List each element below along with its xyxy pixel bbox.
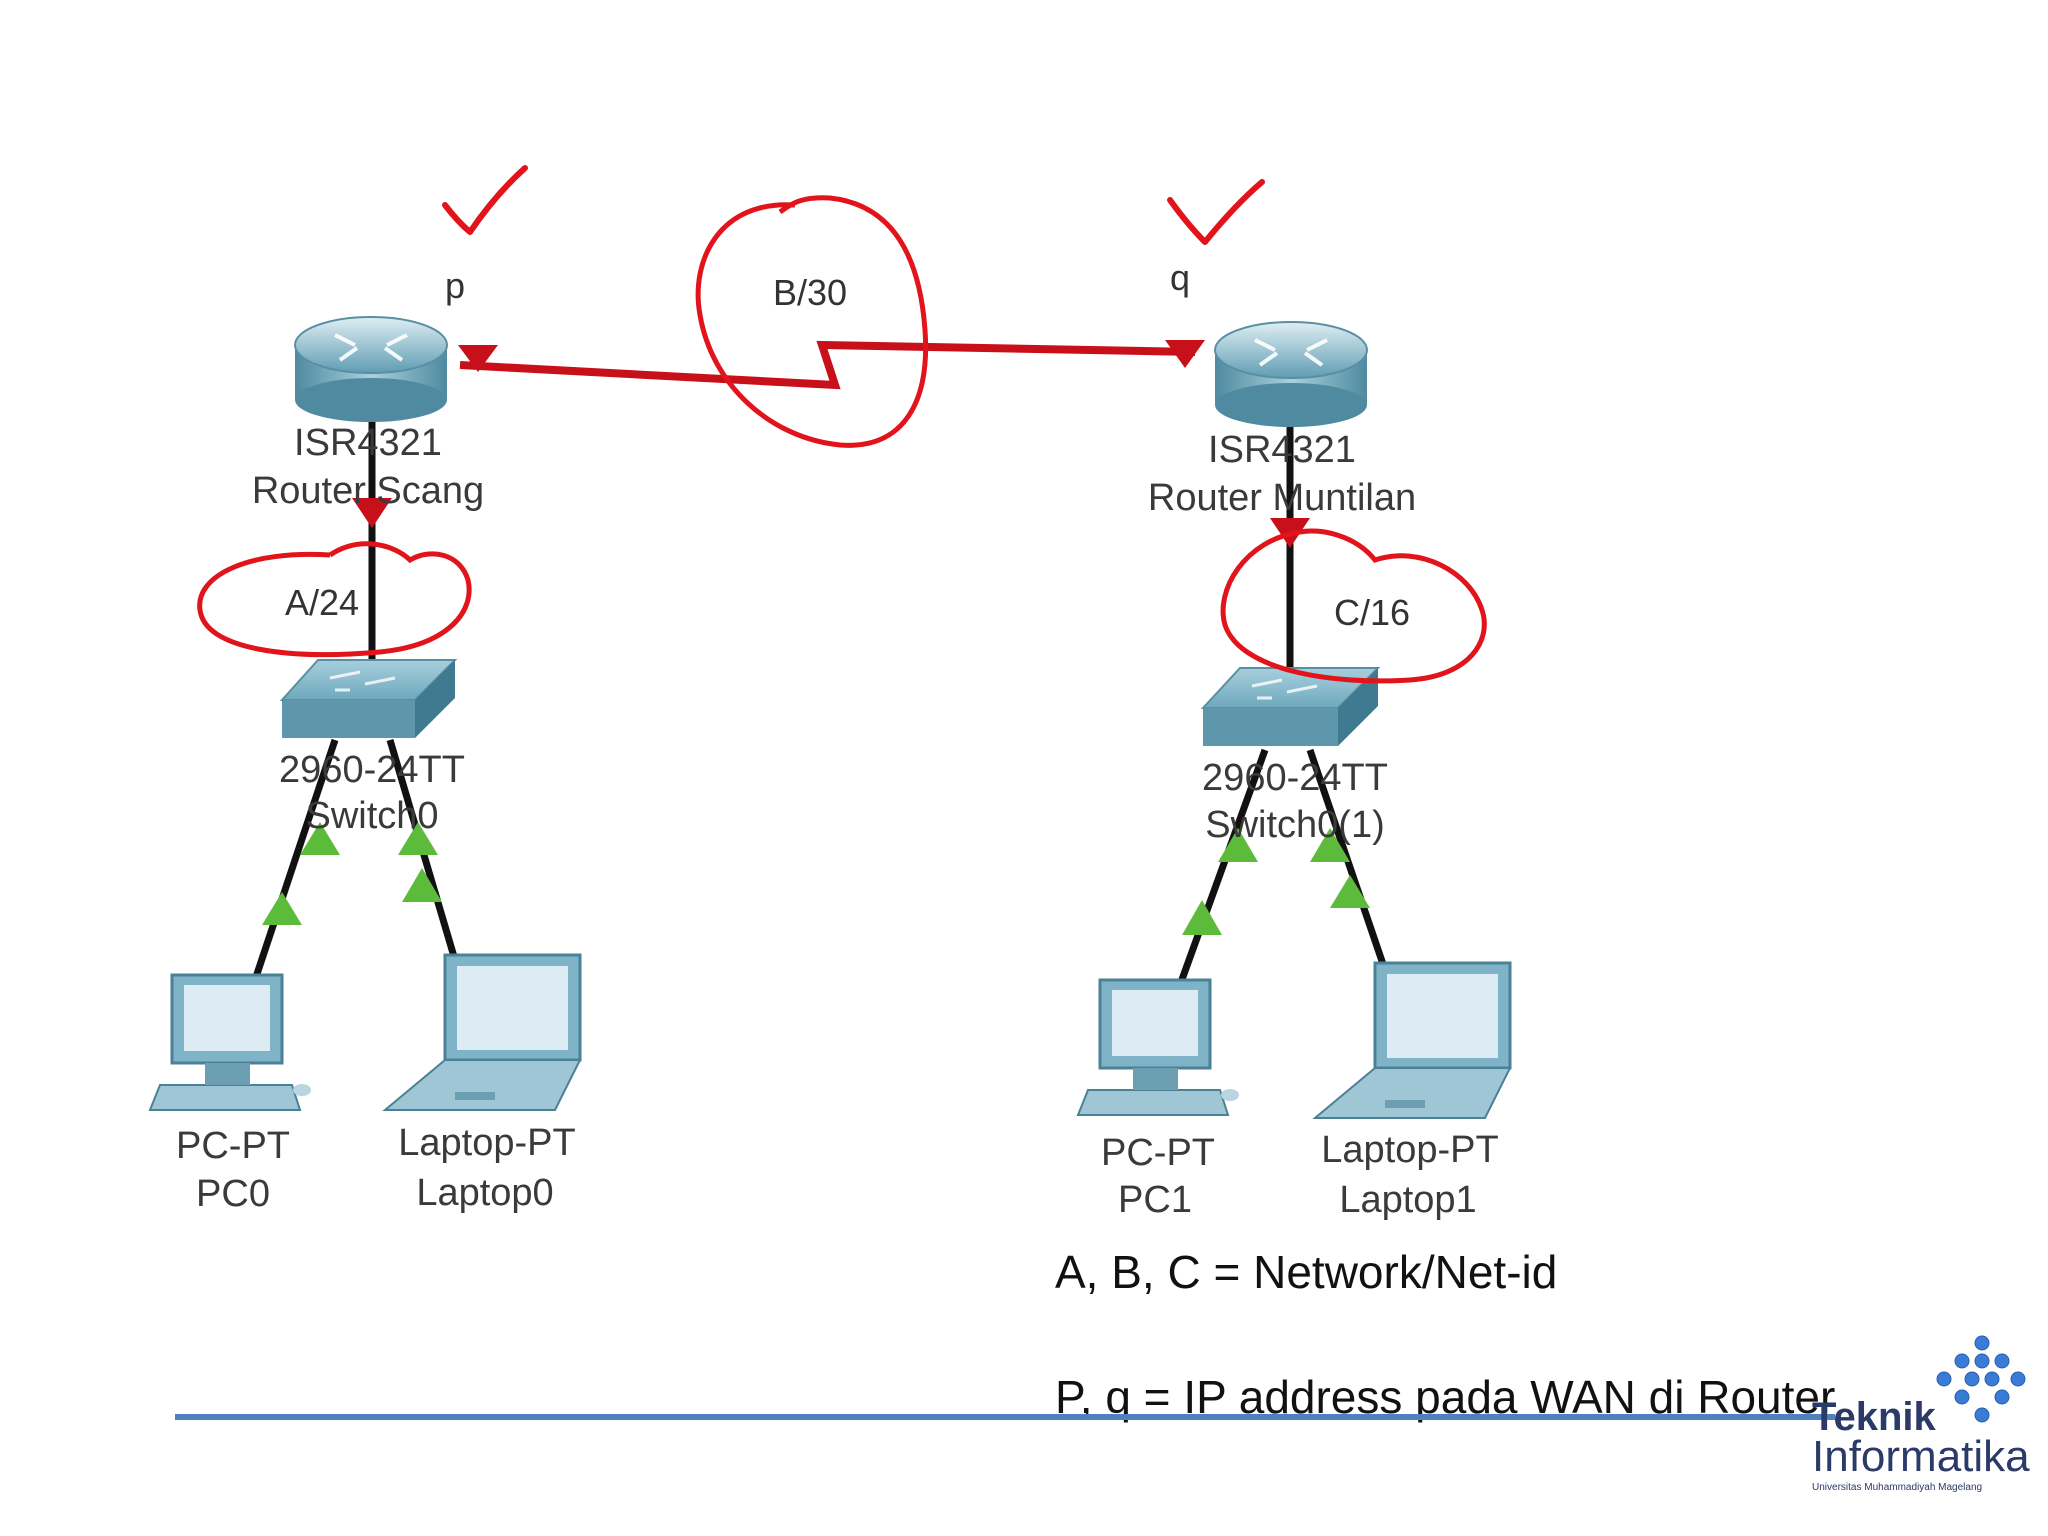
router-left-name: Router Scang xyxy=(252,470,484,512)
laptop-left-model: Laptop-PT xyxy=(398,1122,575,1164)
router-left[interactable]: ISR4321 Router Scang xyxy=(252,316,484,512)
pc-right-name: PC1 xyxy=(1118,1179,1192,1221)
switch-right[interactable]: 2960-24TT Switch0(1) xyxy=(1200,667,1388,846)
laptop-icon xyxy=(1312,961,1512,1119)
label-network-a: A/24 xyxy=(285,582,359,623)
switch-icon xyxy=(279,659,458,738)
label-network-b: B/30 xyxy=(773,272,847,313)
switch-icon xyxy=(1200,667,1381,746)
switch-left-model: 2960-24TT xyxy=(279,749,465,791)
laptop-left[interactable]: Laptop-PT Laptop0 xyxy=(382,953,582,1214)
status-up-pc1-bottom xyxy=(1182,900,1222,935)
switch-right-model: 2960-24TT xyxy=(1202,757,1388,799)
link-status-indicators xyxy=(262,340,1370,935)
router-right[interactable]: ISR4321 Router Muntilan xyxy=(1148,321,1416,519)
status-up-switch-right-laptop1-top xyxy=(1310,828,1350,862)
switch-left[interactable]: 2960-24TT Switch0 xyxy=(279,659,465,837)
label-q: q xyxy=(1170,257,1190,298)
status-up-laptop0-bottom xyxy=(402,868,442,902)
laptop-left-name: Laptop0 xyxy=(416,1172,553,1214)
status-up-pc0-bottom xyxy=(262,892,302,925)
status-up-switch-right-pc1-top xyxy=(1218,828,1258,862)
pc-left-model: PC-PT xyxy=(176,1125,290,1167)
status-down-router-right-wan xyxy=(1165,340,1205,368)
label-p: p xyxy=(445,265,465,306)
status-down-router-left-lan xyxy=(352,498,392,528)
status-up-switch-left-pc0-top xyxy=(300,822,340,855)
status-up-switch-left-laptop0-top xyxy=(398,822,438,855)
teknik-informatika-logo: Teknik Informatika Universitas Muhammadi… xyxy=(1812,1335,2037,1495)
router-right-model: ISR4321 xyxy=(1208,429,1356,471)
switch-left-name: Switch0 xyxy=(305,795,438,837)
router-left-model: ISR4321 xyxy=(294,422,442,464)
circle-network-c xyxy=(1220,528,1487,684)
molecule-dots-icon xyxy=(1936,1335,2026,1423)
pc-icon xyxy=(1076,978,1239,1116)
logo-text-teknik: Teknik xyxy=(1812,1395,1936,1439)
legend-network-definition: A, B, C = Network/Net-id xyxy=(1055,1246,1558,1298)
handwritten-annotations: p q B/30 A/24 C/16 xyxy=(197,165,1487,684)
router-icon xyxy=(1214,321,1368,427)
checkmark-icon xyxy=(1167,179,1265,245)
wan-serial-link xyxy=(459,340,1196,390)
checkmark-icon xyxy=(442,165,528,235)
circle-network-a xyxy=(197,541,472,658)
laptop-right-name: Laptop1 xyxy=(1339,1179,1476,1221)
pc-icon xyxy=(148,973,311,1111)
laptop-right-model: Laptop-PT xyxy=(1321,1129,1498,1171)
pc-right-model: PC-PT xyxy=(1101,1132,1215,1174)
switch-right-name: Switch0(1) xyxy=(1205,804,1385,846)
pc-left[interactable]: PC-PT PC0 xyxy=(148,973,311,1215)
laptop-icon xyxy=(382,953,582,1111)
status-down-router-left-wan xyxy=(458,345,498,372)
status-up-laptop1-bottom xyxy=(1330,875,1370,908)
logo-text-informatika: Informatika xyxy=(1812,1432,2030,1481)
pc-right[interactable]: PC-PT PC1 xyxy=(1076,978,1239,1221)
cable-switch-right-pc1 xyxy=(1176,748,1269,987)
router-right-name: Router Muntilan xyxy=(1148,477,1416,519)
laptop-right[interactable]: Laptop-PT Laptop1 xyxy=(1312,961,1512,1221)
label-network-c: C/16 xyxy=(1334,592,1410,633)
pc-left-name: PC0 xyxy=(196,1173,270,1215)
cable-switch-left-pc0 xyxy=(251,738,339,982)
router-icon xyxy=(294,316,448,422)
logo-text-university: Universitas Muhammadiyah Magelang xyxy=(1812,1482,1983,1493)
circle-network-b xyxy=(695,195,929,448)
footer-divider xyxy=(175,1414,1835,1420)
